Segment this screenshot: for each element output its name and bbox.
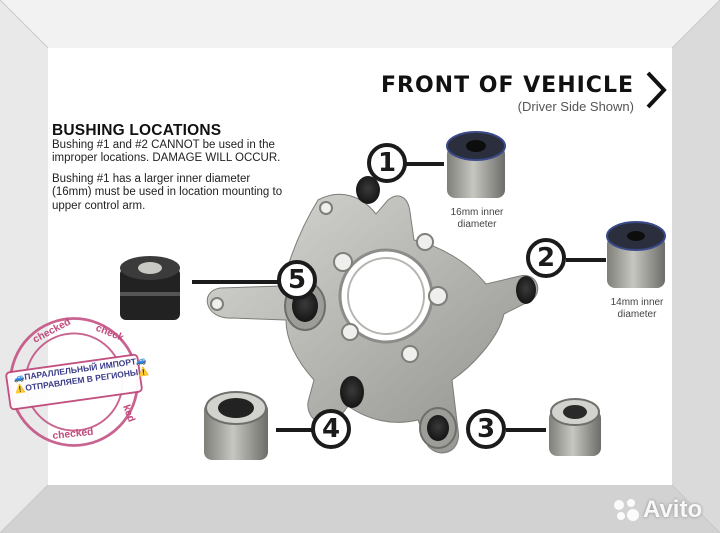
badge-1: 1 <box>367 143 407 183</box>
bushing-2-image <box>606 221 666 288</box>
leader-4 <box>276 428 312 432</box>
checked-stamp: checked check ked checked <box>5 317 143 447</box>
bushing-1-image <box>446 131 506 198</box>
bolt-holes <box>210 201 448 363</box>
leader-5 <box>192 280 278 284</box>
caption-bushing-2: 14mm inner diameter <box>604 297 670 321</box>
notes-diameter: Bushing #1 has a larger inner diameter (… <box>52 172 283 212</box>
leader-3 <box>506 428 546 432</box>
avito-watermark: Avito <box>612 496 702 524</box>
caption-2-line1: 14mm inner <box>610 297 664 308</box>
avito-logo-icon <box>614 499 639 521</box>
caption-2-line2: diameter <box>617 309 657 320</box>
page-title: FRONT OF VEHICLE <box>381 73 634 98</box>
badge-4: 4 <box>311 409 351 449</box>
bushing-3-image <box>549 398 601 456</box>
caption-1-line1: 16mm inner <box>450 207 504 218</box>
leader-1 <box>402 162 444 166</box>
bushing-notes: BUSHING LOCATIONS Bushing #1 and #2 CANN… <box>52 122 288 220</box>
badge-3: 3 <box>466 409 506 449</box>
badge-2: 2 <box>526 238 566 278</box>
bushing-5-image <box>120 256 180 320</box>
caption-1-line2: diameter <box>457 219 497 230</box>
avito-brand: Avito <box>643 496 703 523</box>
chevron-right-icon <box>646 71 667 109</box>
notes-heading: BUSHING LOCATIONS <box>52 122 222 139</box>
notes-warning: Bushing #1 and #2 CANNOT be used in the … <box>52 138 281 165</box>
header: FRONT OF VEHICLE (Driver Side Shown) <box>381 73 634 115</box>
bushing-4-image <box>204 391 268 460</box>
caption-bushing-1: 16mm inner diameter <box>446 207 508 231</box>
leader-2 <box>566 258 606 262</box>
page-subtitle: (Driver Side Shown) <box>517 99 634 114</box>
stamp-ring-bottom: checked <box>52 427 94 442</box>
badge-5: 5 <box>277 260 317 300</box>
